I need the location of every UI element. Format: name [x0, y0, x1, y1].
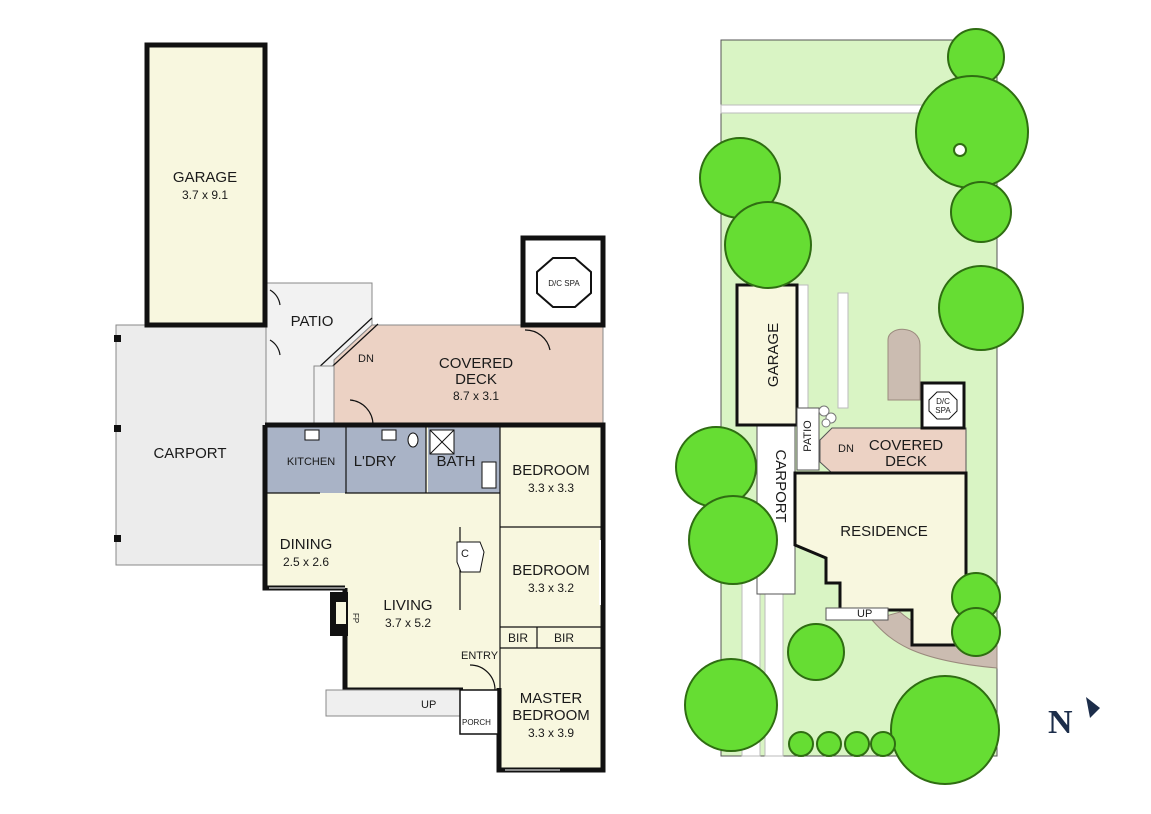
master-label-line1: MASTER [520, 690, 583, 707]
deck-dn-label: DN [358, 353, 374, 365]
site-spa-label-line1: D/C [936, 397, 950, 406]
bath-label: BATH [437, 453, 476, 470]
site-carport-label: CARPORT [772, 449, 789, 522]
porch-label: PORCH [462, 718, 491, 727]
site-spa-label-line2: SPA [935, 406, 951, 415]
north-arrow-icon [1086, 697, 1100, 718]
entry-label: ENTRY [461, 650, 499, 662]
bir1-label: BIR [508, 631, 528, 645]
master-label-line2: BEDROOM [512, 707, 590, 724]
living-label: LIVING [383, 597, 432, 614]
garden-path [887, 328, 921, 401]
site-garage [735, 283, 799, 427]
dining-dims: 2.5 x 2.6 [283, 555, 329, 569]
deck-dims: 8.7 x 3.1 [453, 389, 499, 403]
master-dims: 3.3 x 3.9 [528, 726, 574, 740]
spa-label: D/C SPA [548, 279, 580, 288]
garage-label: GARAGE [173, 169, 237, 186]
site-patio-label: PATIO [802, 420, 814, 452]
deck-label-line2: DECK [455, 371, 497, 388]
laundry-label: L'DRY [354, 453, 397, 470]
carport-area [115, 324, 267, 566]
tree-group [675, 28, 1029, 785]
compass: N [1048, 697, 1100, 741]
porch-area [459, 689, 499, 735]
site-deck-label-line2: DECK [885, 453, 927, 470]
entry-steps [325, 689, 461, 717]
site-plan: GARAGE CARPORT PATIO DN COVERED DECK D/C… [675, 28, 1029, 785]
cupboard-label: C [461, 548, 469, 560]
living-dims: 3.7 x 5.2 [385, 616, 431, 630]
site-dn-label: DN [838, 443, 854, 455]
fireplace-label: FP [351, 613, 360, 623]
kitchen-label: KITCHEN [287, 456, 335, 468]
bedroom2-dims: 3.3 x 3.2 [528, 581, 574, 595]
spa-octagon [536, 257, 592, 308]
garage-room [144, 42, 268, 328]
deck-label-line1: COVERED [439, 355, 513, 372]
bedroom1-dims: 3.3 x 3.3 [528, 481, 574, 495]
bedroom2-label: BEDROOM [512, 562, 590, 579]
house-interior [265, 425, 603, 770]
garage-dims: 3.7 x 9.1 [182, 188, 228, 202]
site-deck-label-line1: COVERED [869, 437, 943, 454]
up-label: UP [421, 699, 436, 711]
site-residence-label: RESIDENCE [840, 523, 928, 540]
site-garage-label: GARAGE [765, 323, 782, 387]
floor-plan: GARAGE 3.7 x 9.1 PATIO CARPORT D/C SPA C… [114, 42, 606, 773]
bedroom1-label: BEDROOM [512, 462, 590, 479]
patio-label: PATIO [291, 313, 334, 330]
carport-label: CARPORT [153, 445, 226, 462]
site-up-label: UP [857, 608, 872, 620]
site-patio [796, 407, 820, 471]
bir2-label: BIR [554, 631, 574, 645]
compass-letter: N [1048, 704, 1073, 741]
dining-label: DINING [280, 536, 333, 553]
